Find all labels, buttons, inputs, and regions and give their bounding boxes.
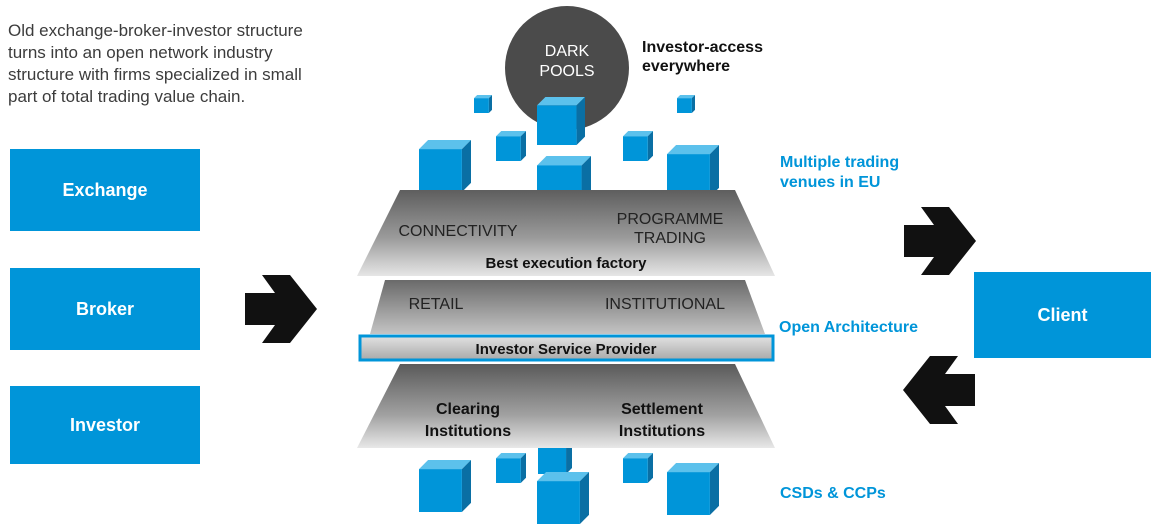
multiple-venues-callout: Multiple trading venues in EU [780,153,899,193]
connectivity-label: CONNECTIVITY [398,223,517,240]
cube-icon [623,453,653,483]
dark-pools-circle: DARK POOLS [505,6,629,130]
client-label: Client [1037,304,1088,325]
investor-access-callout: Investor-access everywhere [642,38,763,76]
cube-icon [419,460,471,512]
broker-label: Broker [75,298,135,319]
clearing-settlement-layer: Clearing Institutions Settlement Institu… [357,364,775,448]
broker-box: Broker [10,268,200,350]
dark-pools-line2: POOLS [539,63,594,80]
investor-service-provider-label: Investor Service Provider [476,341,657,358]
cube-icon [667,463,719,515]
multiple-venues-line1: Multiple trading [780,154,900,171]
arrow-right-icon [904,207,976,275]
arrow-left-icon [903,356,975,424]
cube-icon [677,95,695,113]
cube-icon [419,140,471,192]
csds-ccps-callout: CSDs & CCPs [780,484,886,504]
intro-line: turns into an open network industry [8,43,273,62]
cube-icon [537,472,589,524]
retail-institutional-layer: RETAIL INSTITUTIONAL [370,280,765,334]
investor-box: Investor [10,386,200,464]
investor-access-line2: everywhere [642,58,731,75]
investor-service-provider-band: Investor Service Provider [358,334,775,362]
open-architecture-label: Open Architecture [779,319,918,336]
exchange-box: Exchange [10,149,200,231]
dark-pools-line1: DARK [545,43,590,60]
clearing-label: Clearing [436,401,500,418]
multiple-venues-line2: venues in EU [780,174,881,191]
intro-line: part of total trading value chain. [8,87,246,106]
retail-label: RETAIL [409,296,464,313]
investor-label: Investor [69,414,141,435]
institutional-label: INSTITUTIONAL [605,296,725,313]
cube-icon [623,131,653,161]
open-architecture-callout: Open Architecture [779,318,918,338]
intro-text: Old exchange-broker-investor structure t… [8,20,378,108]
trading-label: TRADING [634,230,706,247]
programme-label: PROGRAMME [617,211,724,228]
intro-line: structure with firms specialized in smal… [8,65,302,84]
investor-access-line1: Investor-access [642,39,763,56]
cube-icon [496,131,526,161]
cube-icon [496,453,526,483]
settlement-label: Settlement [621,401,703,418]
cube-icon [537,97,585,145]
best-execution-layer: CONNECTIVITY PROGRAMME TRADING Best exec… [357,190,775,276]
cube-icon [474,95,492,113]
csds-ccps-label: CSDs & CCPs [780,485,886,502]
best-execution-title: Best execution factory [486,255,648,272]
intro-line: Old exchange-broker-investor structure [8,21,303,40]
exchange-label: Exchange [62,179,148,200]
arrow-right-icon [245,275,317,343]
client-box: Client [974,272,1151,358]
clearing-institutions-label: Institutions [425,423,511,440]
settlement-institutions-label: Institutions [619,423,705,440]
cube-icon [667,145,719,197]
